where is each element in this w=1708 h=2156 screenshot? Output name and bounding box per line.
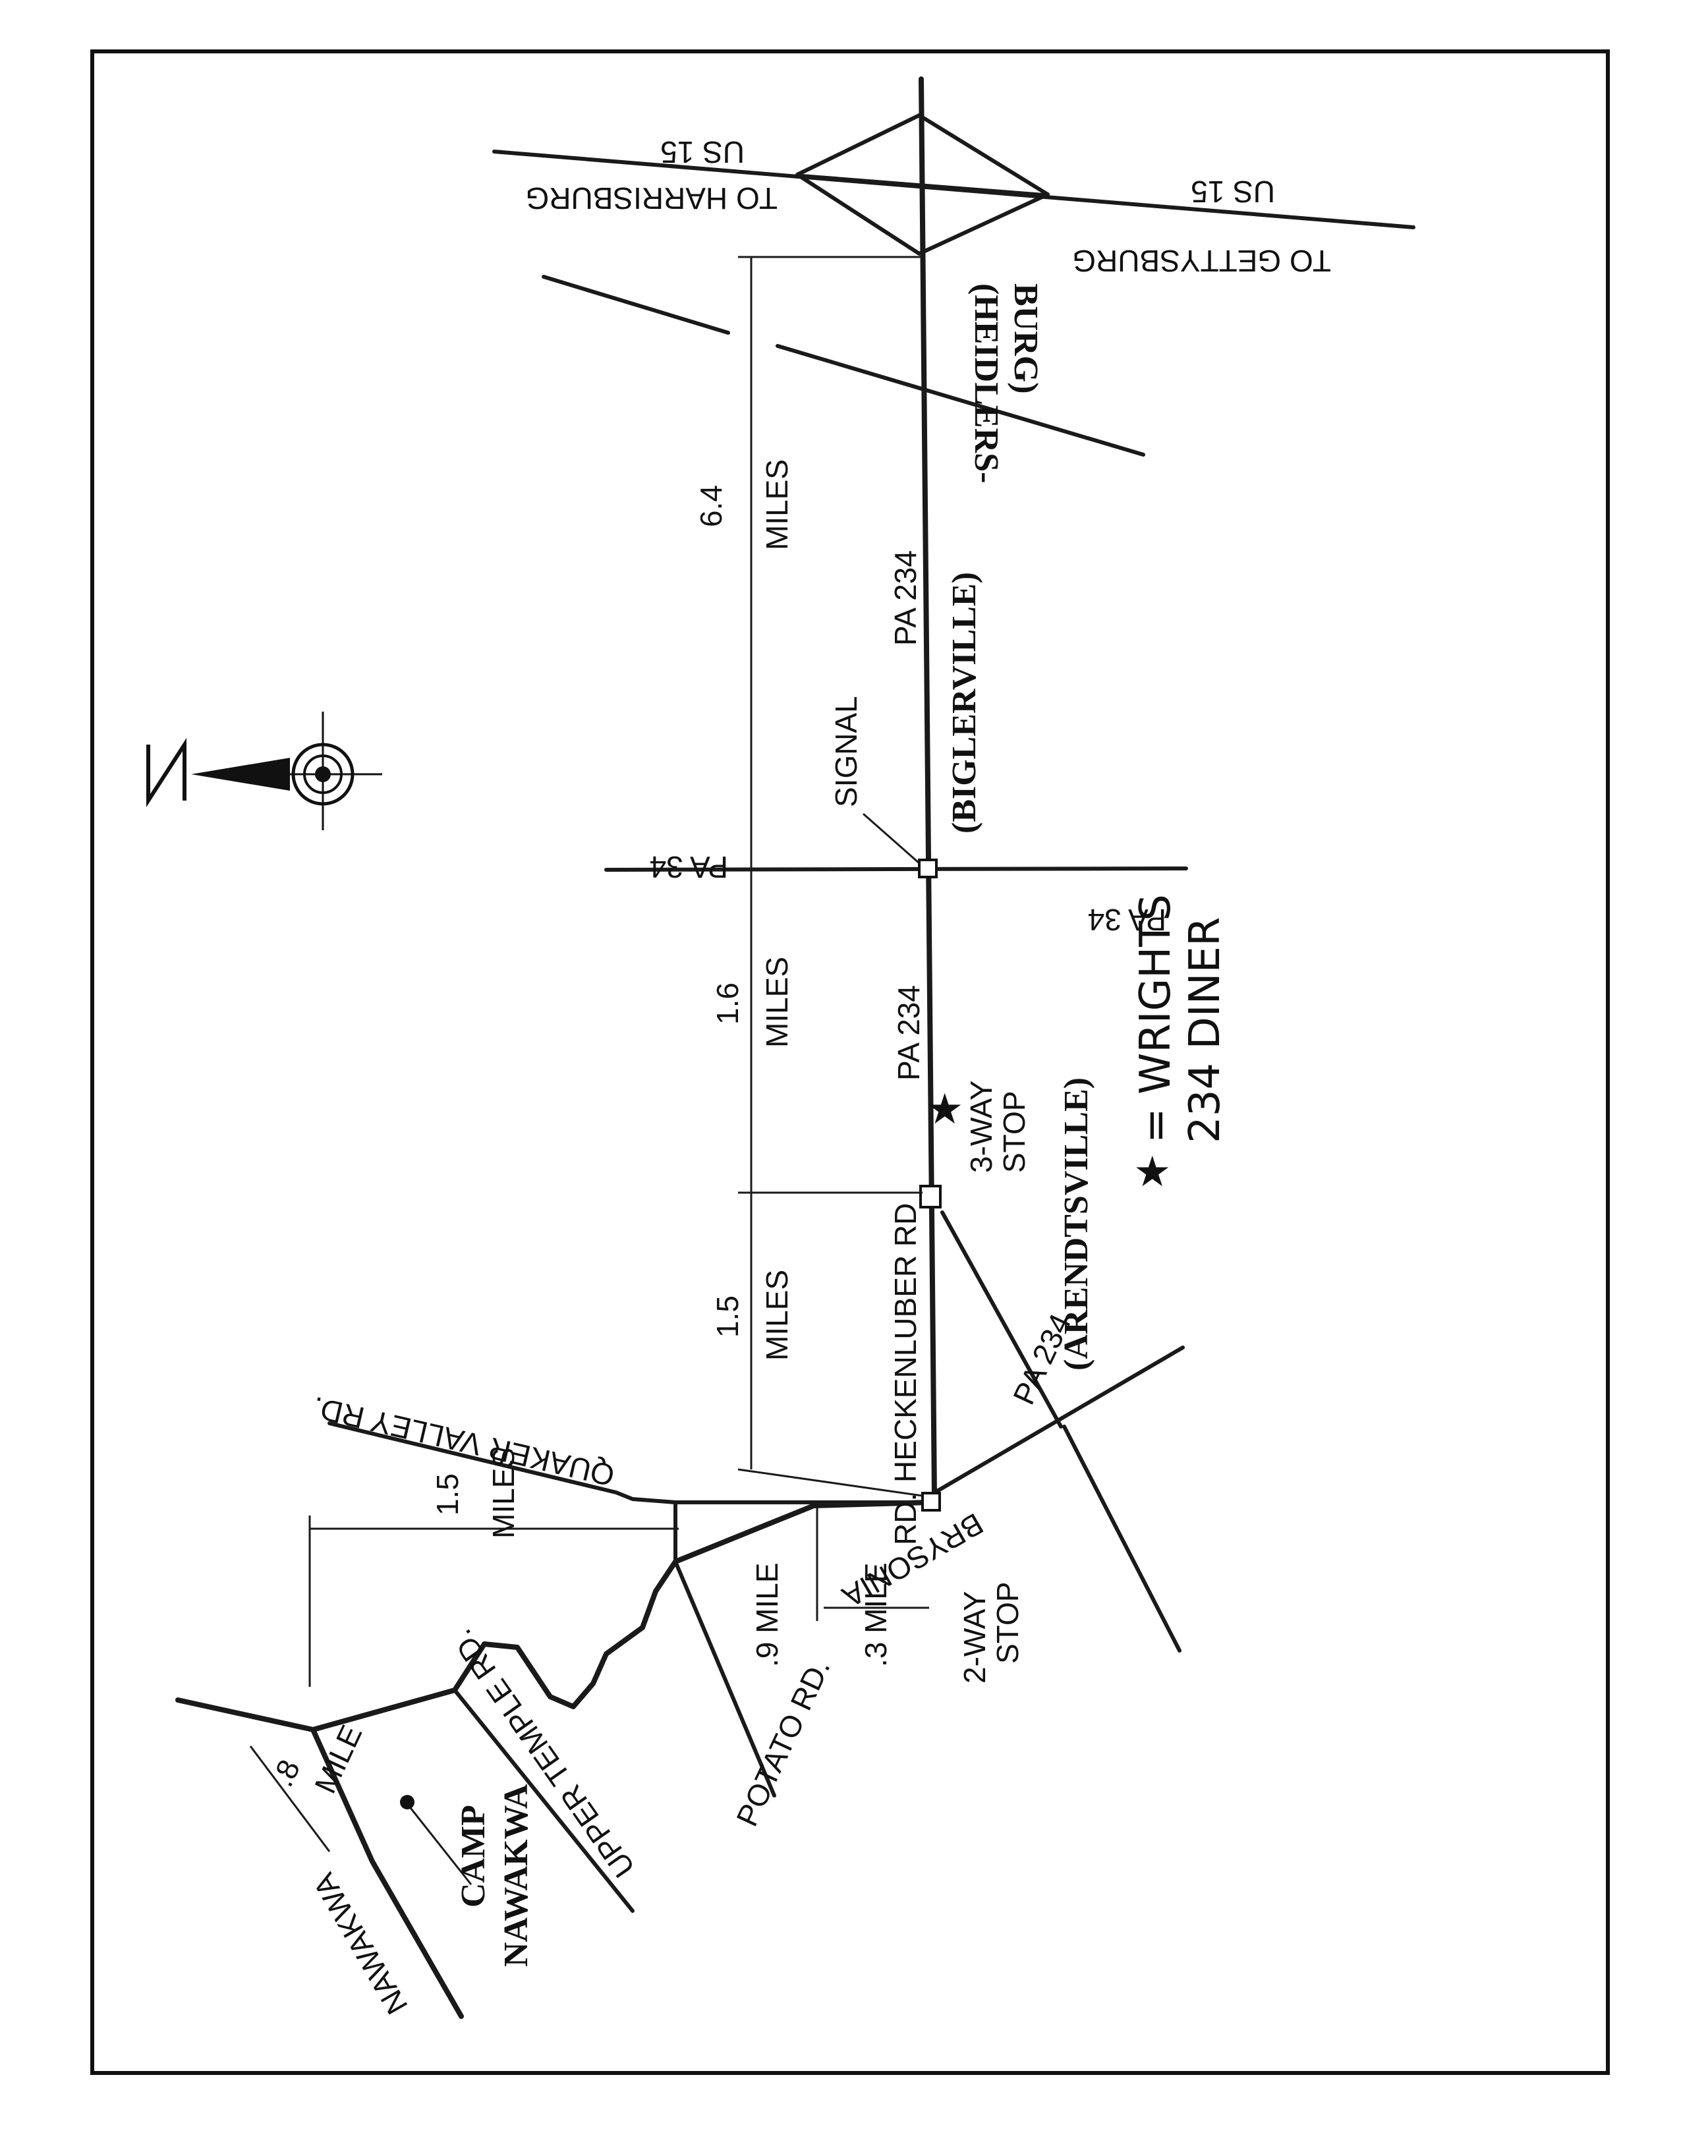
signal-intersection [918, 859, 938, 878]
interchange-diamond [795, 113, 1050, 256]
upper-temple-road [453, 1688, 635, 1913]
label-stop-1: STOP [997, 1091, 1031, 1173]
three-way-stop-node [919, 1185, 942, 1208]
label-us15-top: US 15 [660, 135, 745, 169]
two-way-stop-node [921, 1492, 941, 1512]
label-miles-6-4: 6.4 [694, 485, 728, 527]
label-mile-03: .3 MILE [859, 1562, 893, 1667]
quaker-valley-road [327, 1421, 931, 1504]
label-miles-1-5a-unit: MILES [760, 1270, 794, 1361]
label-nawakwa-road: NAWAKWA [306, 1867, 414, 2020]
camp-pointer [407, 1805, 472, 1885]
label-signal: SIGNAL [829, 696, 863, 807]
label-heidlersburg: (HEIDLERS- [967, 283, 1005, 483]
road-heidlersburg-cross [776, 344, 1145, 457]
label-miles-6-4-unit: MILES [760, 459, 794, 550]
label-three-way: 3-WAY [964, 1080, 998, 1173]
label-legend-diner: 234 DINER [1181, 917, 1230, 1143]
pa-234-road [919, 76, 937, 1498]
label-potato-road: POTATO RD. [729, 1653, 837, 1831]
label-stop-2: STOP [990, 1582, 1025, 1664]
pa-34-road [604, 866, 1188, 872]
label-us15-bottom: US 15 [1191, 175, 1275, 209]
label-pa234-b: PA 234 [892, 985, 926, 1081]
label-miles-1-5b: 1.5 [430, 1473, 465, 1516]
label-mile-08-unit: MILE [308, 1720, 369, 1798]
legend-star-icon: ★ [1133, 1148, 1171, 1197]
label-biglerville: (BIGLERVILLE) [946, 572, 983, 834]
label-arendtsville: (ARENDTSVILLE) [1058, 1077, 1095, 1371]
road-north-segment [542, 275, 730, 335]
label-heidlersburg-2: BURG) [1007, 283, 1044, 394]
label-miles-1-6: 1.6 [710, 982, 745, 1025]
label-camp-nawakwa: NAWAKWA [498, 1784, 535, 1967]
label-to-gettysburg: TO GETTYSBURG [1072, 244, 1331, 278]
label-rd: RD. [888, 1493, 923, 1545]
label-miles-1-5a: 1.5 [710, 1295, 745, 1338]
label-pa34-bottom: PA 34 [1088, 903, 1166, 937]
label-pa34-top: PA 34 [650, 850, 728, 884]
brysonia-road-south [1062, 1425, 1181, 1653]
label-heckenluber: HECKENLUBER RD [888, 1203, 923, 1483]
star-marker-icon: ★ [926, 1085, 963, 1134]
heckenluber-road-west [175, 1500, 932, 1732]
signal-pointer [863, 812, 920, 865]
compass-north-arrow-icon [146, 712, 382, 830]
dim-1-5a-tick [737, 1468, 923, 1497]
brysonia-road [927, 1346, 1185, 1498]
potato-road [673, 1560, 776, 1798]
pa-234-south-branch [940, 1210, 1063, 1429]
map-border [90, 49, 1610, 2075]
label-legend-wrights: = WRIGHTS [1131, 894, 1180, 1143]
camp-dot-icon [400, 1795, 414, 1809]
dim-08 [249, 1745, 331, 1852]
label-pa234-a: PA 234 [888, 550, 923, 646]
label-two-way: 2-WAY [957, 1591, 992, 1684]
nawakwa-road [310, 1727, 464, 2019]
label-mile-09: .9 MILE [750, 1562, 784, 1667]
label-mile-08: .8 [265, 1754, 306, 1792]
us-15-road [492, 150, 1415, 229]
label-miles-1-6-unit: MILES [760, 957, 794, 1048]
label-miles-1-5b-unit: MILES [486, 1448, 521, 1539]
label-camp: CAMP [455, 1805, 492, 1908]
label-to-harrisburg: TO HARRISBURG [525, 181, 778, 215]
